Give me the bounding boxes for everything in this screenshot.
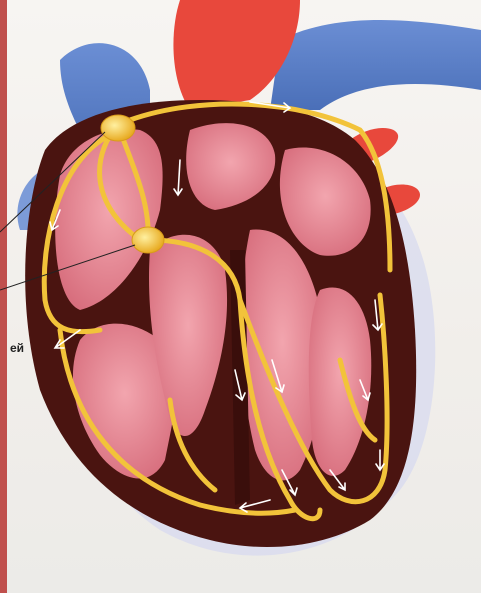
sinoatrial-node-icon — [101, 115, 135, 141]
pulmonary-vein-upper — [270, 20, 481, 110]
atrioventricular-node-icon — [132, 227, 164, 253]
side-label-fragment: ей — [10, 341, 24, 355]
